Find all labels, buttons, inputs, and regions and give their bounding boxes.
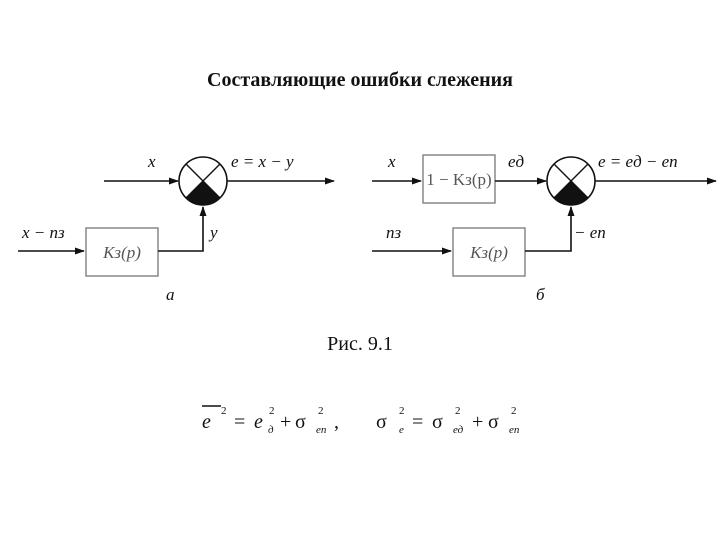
a-sublabel: а (166, 285, 175, 304)
a-summer (178, 156, 228, 206)
diagram-b: x 1 − Kз(p) eд e = eд − eп nз Kз(p) − eп… (372, 152, 717, 304)
b-block-k-label: Kз(p) (469, 243, 508, 262)
formula-rhs1a-sq: 2 (269, 405, 275, 417)
formula-plus1: + (280, 411, 291, 433)
figure-caption: Рис. 9.1 (327, 333, 393, 355)
formula-rhs2b: σ (488, 411, 499, 433)
formula-rhs1b-sub: еп (316, 424, 327, 436)
a-block-k-label: Kз(p) (102, 243, 141, 262)
b-output-label: e = eд − eп (598, 152, 678, 171)
a-block-k (85, 227, 159, 277)
formula-rhs2a-sq: 2 (455, 405, 461, 417)
a-feedback-label: y (208, 223, 218, 242)
formula-rhs1a: e (254, 411, 263, 433)
a-output-label: e = x − y (231, 152, 294, 171)
b-block-1-minus-k (422, 154, 496, 204)
formula-lhs2: σ (376, 411, 387, 433)
b-mid-label: eд (508, 152, 525, 171)
formula-comma: , (334, 411, 339, 433)
a-input-top-label: x (147, 152, 156, 171)
formula-rhs1b-sq: 2 (318, 405, 324, 417)
formula-rhs2b-sq: 2 (511, 405, 517, 417)
formula-lhs2-sub: е (399, 424, 404, 436)
b-input-top-label: x (387, 152, 396, 171)
formula-plus2: + (472, 411, 483, 433)
formula-rhs2a: σ (432, 411, 443, 433)
diagram-a: x e = x − y x − nз Kз(p) y а (18, 152, 335, 304)
b-summer (546, 156, 596, 206)
formula-rhs2a-sub: ед (453, 424, 464, 436)
slide-title: Составляющие ошибки слежения (207, 69, 513, 91)
a-feedback-wire (158, 206, 207, 252)
formula-lhs1: e (202, 411, 211, 433)
formula-rhs1a-sub: д (268, 424, 274, 436)
b-input-bottom-label: nз (386, 223, 402, 242)
formula-rhs2b-sub: еп (509, 424, 520, 436)
formula: e 2 = e 2 д + σ 2 еп , σ 2 е = σ 2 ед + … (202, 405, 520, 436)
formula-eq1: = (234, 411, 245, 433)
formula-lhs1-sq: 2 (221, 405, 227, 417)
formula-lhs2-sq: 2 (399, 405, 405, 417)
a-input-bottom-label: x − nз (21, 223, 65, 242)
b-block-1-minus-k-label: 1 − Kз(p) (426, 170, 491, 189)
formula-rhs1b: σ (295, 411, 306, 433)
b-feedback-wire (525, 206, 575, 252)
b-feedback-label: − eп (574, 223, 606, 242)
formula-eq2: = (412, 411, 423, 433)
b-sublabel: б (536, 285, 545, 304)
b-block-k (452, 227, 526, 277)
